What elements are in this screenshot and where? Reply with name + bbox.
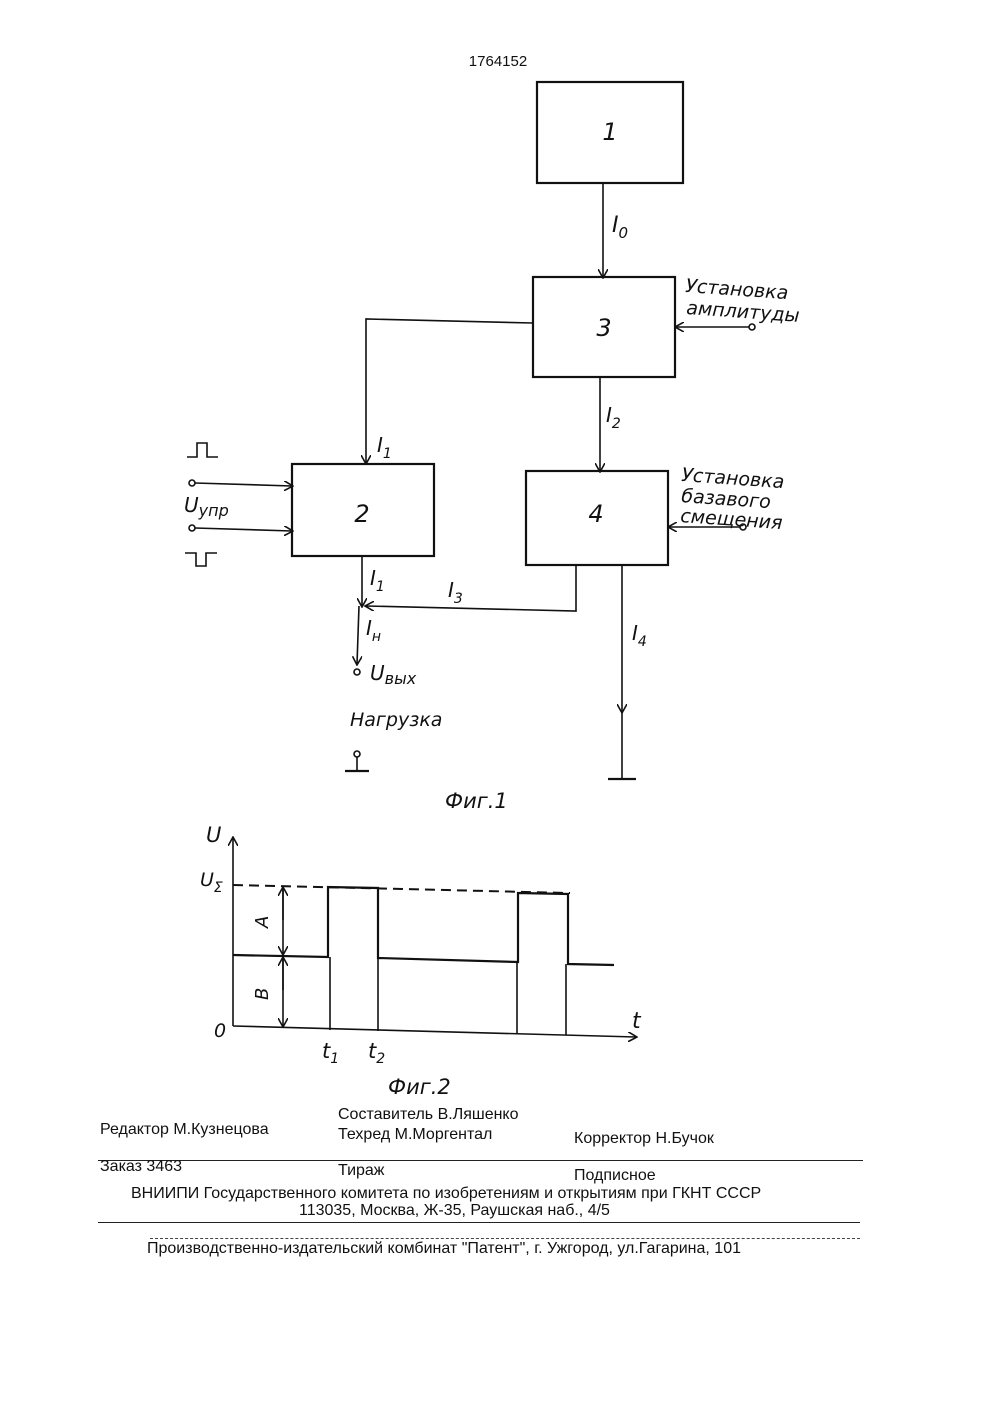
- fig2-b-label: B: [252, 988, 273, 1000]
- footer-rule-3: [150, 1238, 860, 1239]
- footer-techred: Техред М.Моргентал: [338, 1126, 492, 1144]
- line-3-to-2: [366, 319, 533, 463]
- label-uupr: Uупр: [184, 493, 229, 520]
- fig2-signal: [233, 887, 614, 965]
- fig1-caption: Фиг.1: [445, 789, 508, 813]
- label-i2: I2: [606, 403, 621, 432]
- control-inputs: Uупр: [184, 443, 292, 566]
- block-4-label: 4: [588, 500, 603, 528]
- fig2-t1-label: t1: [322, 1039, 339, 1067]
- block-2-label: 2: [354, 500, 369, 528]
- fig2-caption: Фиг.2: [388, 1075, 451, 1099]
- terminal-upr-bottom: [189, 525, 195, 531]
- footer-rule-2: [98, 1222, 860, 1223]
- fig2-x-axis: [233, 1026, 636, 1037]
- fig2-timing-diagram: U t 0 UΣ A B t1 t2 Фиг.2: [200, 823, 642, 1099]
- arrow-upr-bottom: [195, 528, 292, 531]
- footer-podpisnoe: Подписное: [574, 1167, 656, 1185]
- footer-editor: Редактор М.Кузнецова: [100, 1121, 269, 1139]
- footer-corrector: Корректор Н.Бучок: [574, 1130, 714, 1148]
- footer-order: Заказ 3463: [100, 1158, 182, 1176]
- terminal-upr-top: [189, 480, 195, 486]
- fig2-x-axis-label: t: [632, 1009, 642, 1034]
- positive-pulse-icon: [187, 443, 218, 457]
- label-i1-out: I1: [370, 566, 385, 595]
- block-3-label: 3: [596, 314, 611, 342]
- fig1-block-diagram: 1 I0 3 Установка амплитуды I1 I2 2: [184, 82, 800, 813]
- arrow-in: [357, 606, 359, 664]
- line-i3: [366, 565, 576, 611]
- fig2-u-sigma-label: UΣ: [200, 869, 223, 896]
- label-i3: I3: [448, 578, 463, 607]
- label-i0: I0: [612, 213, 628, 242]
- load-ground-icon: [345, 751, 369, 771]
- block-1-label: 1: [602, 118, 617, 146]
- fig2-y-axis-label: U: [206, 823, 221, 847]
- footer-compiler: Составитель В.Ляшенко: [338, 1106, 519, 1124]
- footer-rule-1: [98, 1160, 863, 1161]
- fig2-origin-label: 0: [214, 1020, 226, 1042]
- terminal-amplitude: [749, 324, 755, 330]
- label-in: Iн: [366, 616, 381, 645]
- label-i1-top: I1: [377, 433, 392, 462]
- fig2-t2-label: t2: [368, 1039, 385, 1067]
- label-i4: I4: [632, 621, 647, 650]
- footer-vniipi: ВНИИПИ Государственного комитета по изоб…: [131, 1185, 761, 1203]
- terminal-output: [354, 669, 360, 675]
- arrow-upr-top: [195, 483, 292, 486]
- fig2-a-label: A: [252, 916, 273, 929]
- footer-combine: Производственно-издательский комбинат "П…: [147, 1240, 741, 1258]
- patent-number: 1764152: [469, 53, 527, 70]
- footer-address: 113035, Москва, Ж-35, Раушская наб., 4/5: [299, 1202, 610, 1220]
- label-uvyh: Uвых: [370, 661, 417, 688]
- negative-pulse-icon: [185, 553, 217, 566]
- footer-tirazh: Тираж: [338, 1162, 385, 1180]
- label-load: Нагрузка: [350, 709, 442, 731]
